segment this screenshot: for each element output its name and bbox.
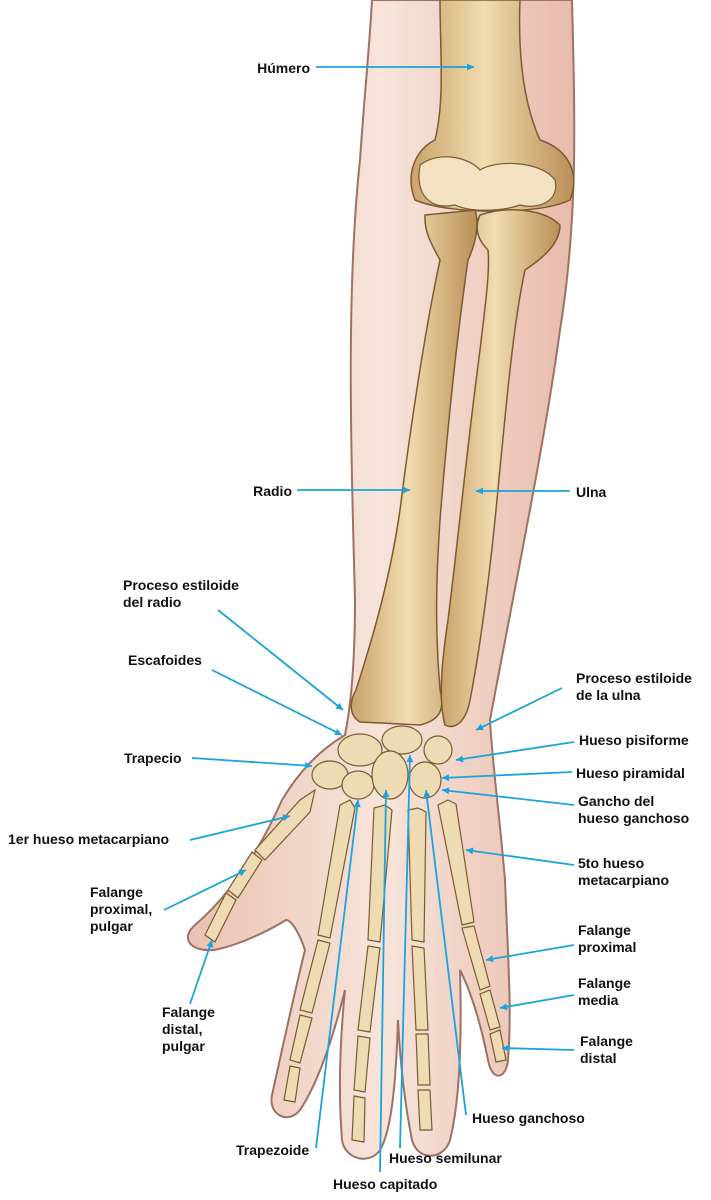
leader-falange-proximal-arrowhead — [486, 955, 494, 963]
label-hueso-ganchoso: Hueso ganchoso — [472, 1110, 585, 1126]
leader-falange-distal — [501, 1047, 575, 1051]
label-proceso-estiloide-ulna: Proceso estiloide de la ulna — [576, 670, 692, 703]
leader-hueso-semilunar-arrowhead — [406, 755, 414, 763]
label-ulna: Ulna — [576, 484, 607, 500]
leader-hueso-pisiforme-arrowhead — [456, 755, 464, 763]
leader-5to-metacarpiano — [465, 849, 575, 866]
humerus-condyles — [418, 156, 557, 211]
leader-radio-arrowhead — [403, 486, 410, 494]
leader-falange-proximal — [485, 944, 575, 961]
leader-gancho-hueso-ganchoso — [441, 789, 575, 806]
leader-trapecio — [191, 757, 313, 767]
label-hueso-pisiforme: Hueso pisiforme — [579, 732, 689, 748]
leader-falange-proximal-pulgar-arrowhead — [238, 869, 246, 877]
label-hueso-semilunar: Hueso semilunar — [389, 1150, 502, 1166]
leader-proceso-estiloide-ulna-arrowhead — [476, 723, 484, 731]
label-falange-distal: Falange distal — [580, 1033, 633, 1066]
leader-proceso-estiloide-radio — [217, 609, 344, 711]
label-falange-media: Falange media — [578, 975, 631, 1008]
label-trapecio: Trapecio — [124, 750, 182, 766]
leader-hueso-ganchoso — [425, 789, 467, 1116]
label-escafoides: Escafoides — [128, 652, 202, 668]
ulna — [440, 209, 561, 728]
leader-lines — [163, 63, 575, 1173]
leader-humero-arrowhead — [467, 63, 474, 71]
leader-falange-distal-arrowhead — [502, 1044, 510, 1052]
leader-falange-distal-pulgar-arrowhead — [206, 940, 214, 948]
leader-falange-distal-pulgar — [189, 939, 213, 1005]
leader-trapecio-arrowhead — [304, 762, 312, 770]
leader-proceso-estiloide-radio-arrowhead — [335, 702, 343, 710]
leader-trapezoide-arrowhead — [353, 800, 361, 808]
label-5to-metacarpiano: 5to hueso metacarpiano — [578, 855, 670, 888]
leader-proceso-estiloide-ulna — [475, 687, 563, 731]
leader-falange-proximal-pulgar — [163, 869, 247, 911]
leader-hueso-capitado-arrowhead — [382, 790, 390, 798]
hand-bones — [204, 788, 507, 1143]
arm-skin — [187, 0, 576, 1160]
leader-hueso-piramidal — [441, 771, 573, 779]
label-hueso-piramidal: Hueso piramidal — [576, 765, 685, 781]
label-humero: Húmero — [257, 60, 310, 76]
leader-1er-metacarpiano-arrowhead — [282, 814, 290, 822]
leader-5to-metacarpiano-arrowhead — [466, 847, 474, 855]
leader-escafoides-arrowhead — [334, 728, 342, 735]
leader-ulna-arrowhead — [476, 487, 483, 495]
leader-trapezoide — [315, 799, 359, 1149]
leader-hueso-piramidal-arrowhead — [442, 774, 450, 782]
carpals — [311, 725, 453, 800]
label-falange-distal-pulgar: Falange distal, pulgar — [162, 1004, 215, 1054]
radius — [350, 209, 478, 726]
leader-falange-media — [499, 994, 575, 1009]
label-proceso-estiloide-radio: Proceso estiloide del radio — [123, 577, 239, 610]
label-falange-proximal: Falange proximal — [578, 922, 637, 955]
leader-1er-metacarpiano — [189, 815, 291, 841]
label-radio: Radio — [253, 483, 292, 499]
leader-escafoides — [211, 669, 343, 736]
leader-hueso-pisiforme — [455, 741, 575, 761]
label-1er-metacarpiano: 1er hueso metacarpiano — [8, 831, 170, 847]
leader-gancho-hueso-ganchoso-arrowhead — [442, 787, 450, 795]
label-falange-proximal-pulgar: Falange proximal, pulgar — [90, 884, 153, 934]
label-hueso-capitado: Hueso capitado — [333, 1176, 438, 1192]
label-trapezoide: Trapezoide — [236, 1142, 310, 1158]
leader-hueso-capitado — [379, 789, 387, 1173]
label-gancho-hueso-ganchoso: Gancho del hueso ganchoso — [578, 793, 690, 826]
leader-falange-media-arrowhead — [500, 1003, 508, 1011]
leader-hueso-ganchoso-arrowhead — [423, 790, 431, 798]
leader-hueso-semilunar — [399, 754, 411, 1149]
